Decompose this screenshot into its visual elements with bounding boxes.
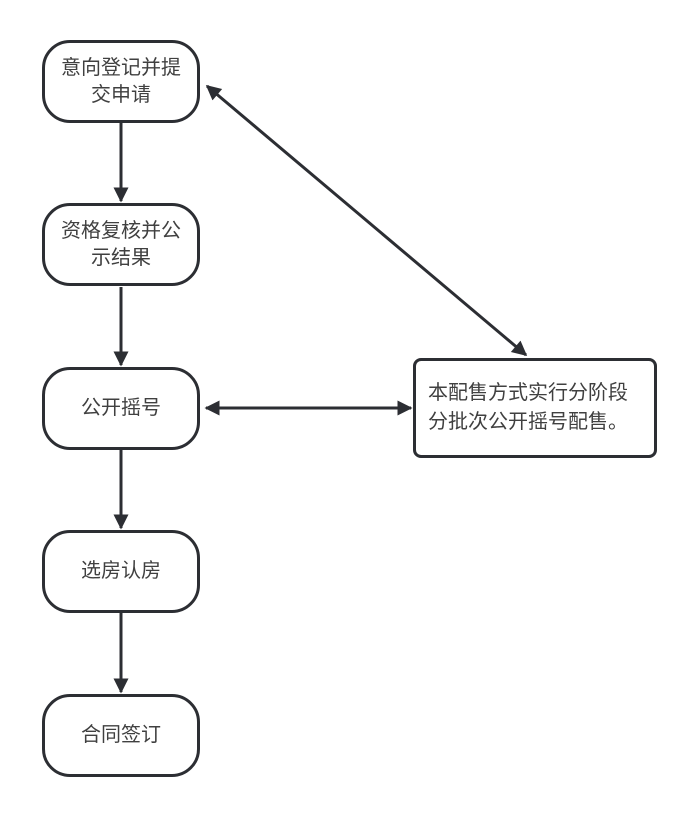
flow-step-label: 合同签订 [81,724,161,746]
flow-step-label: 资格复核并公 示结果 [61,219,181,269]
note-label: 本配售方式实行分阶段 分批次公开摇号配售。 [428,382,628,433]
flow-step-house-selection: 选房认房 [42,530,200,613]
flow-step-label: 选房认房 [81,560,161,582]
flow-step-label: 意向登记并提 交申请 [61,56,181,106]
flow-step-qualification-review: 资格复核并公 示结果 [42,203,200,286]
arrow-step1-note-two-way [205,84,528,357]
flow-step-public-lottery: 公开摇号 [42,367,200,450]
flow-step-label: 公开摇号 [81,397,161,419]
flow-step-intent-registration: 意向登记并提 交申请 [42,40,200,123]
note-lottery-allocation-method: 本配售方式实行分阶段 分批次公开摇号配售。 [413,358,657,458]
flow-step-contract-signing: 合同签订 [42,694,200,777]
